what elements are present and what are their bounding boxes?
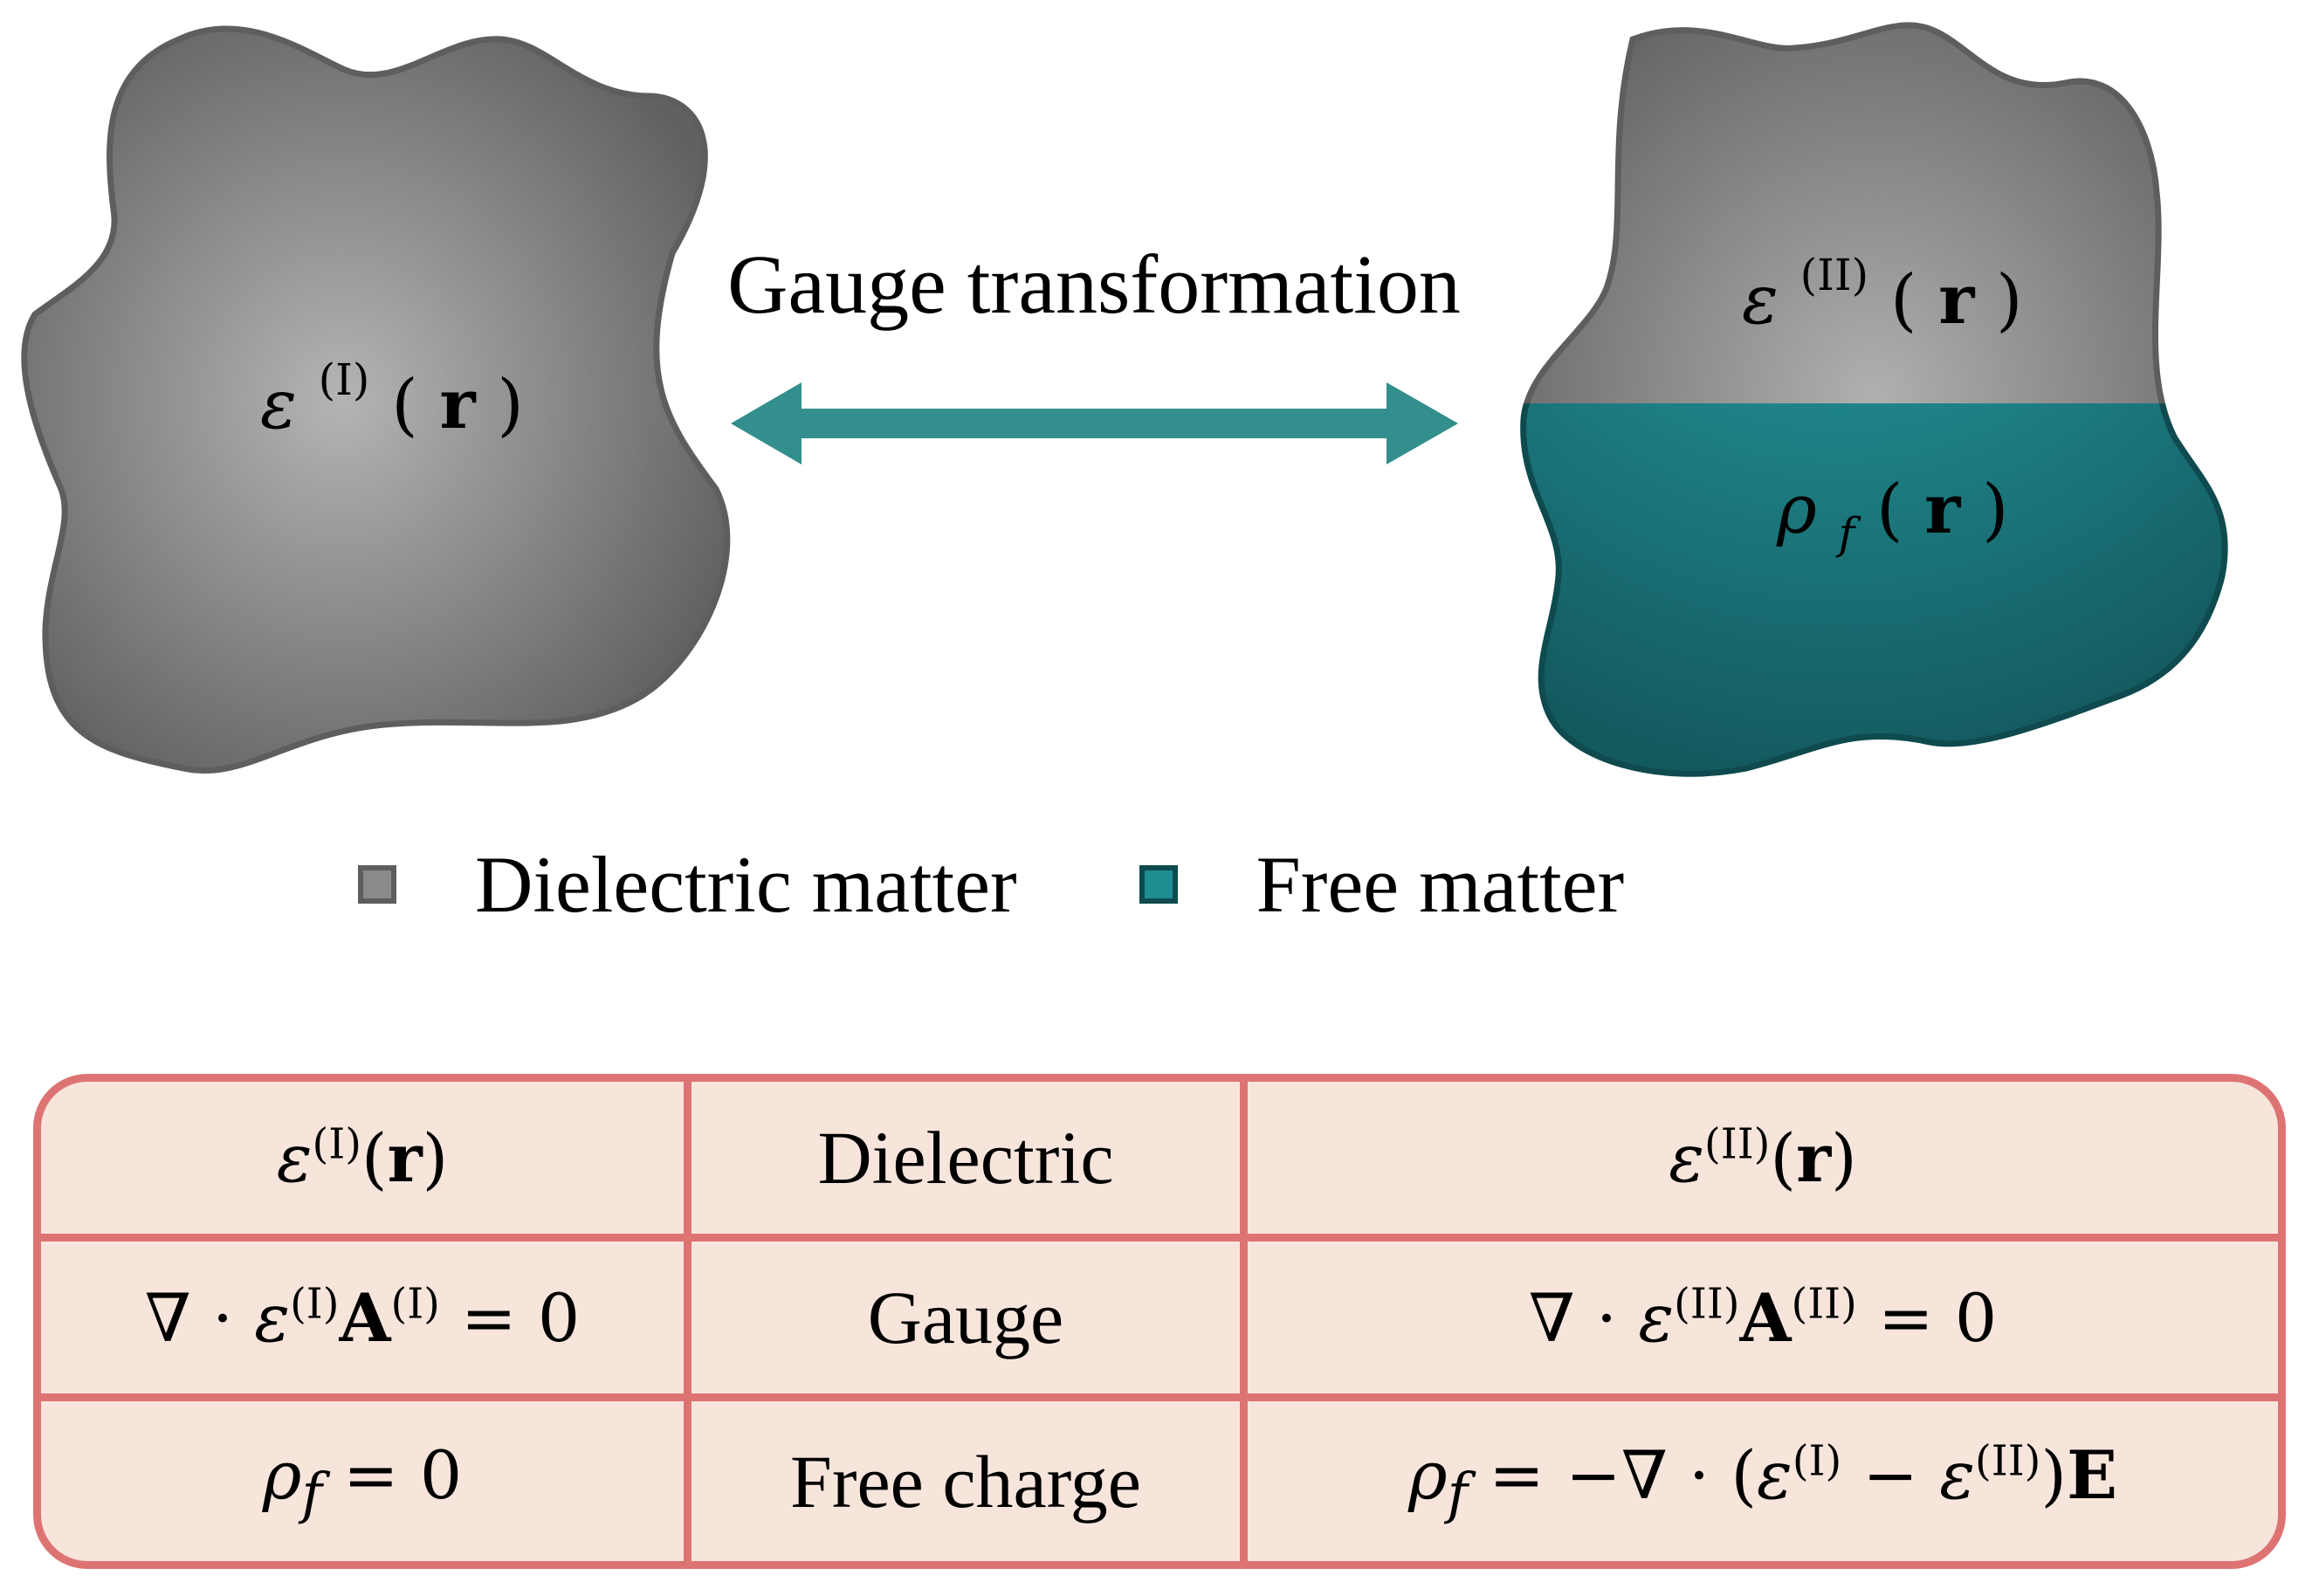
math-eps-ii-r: ε(II)(r) — [1669, 1118, 1857, 1197]
comparison-table: ε(I)(r) Dielectric ε(II)(r) ∇ · ε(I)A(I)… — [33, 1074, 2286, 1569]
right-blob-dielectric-region — [1524, 22, 2166, 403]
table-cell-r0-middle: Dielectric — [692, 1082, 1248, 1242]
table-cell-r1-right: ∇ · ε(II)A(II) = 0 — [1248, 1242, 2278, 1401]
row-label-gauge: Gauge — [867, 1276, 1064, 1359]
row-label-free-charge: Free charge — [790, 1439, 1141, 1524]
table-cell-r1-middle: Gauge — [692, 1242, 1248, 1401]
table-cell-r2-right: ρf = −∇ · (ε(I) − ε(II))E — [1248, 1401, 2278, 1561]
math-rho-expression: ρf = −∇ · (ε(I) − ε(II))E — [1408, 1436, 2117, 1526]
legend-item-free: Free matter — [1139, 838, 1624, 931]
right-blob-free-region — [1520, 403, 2228, 777]
legend-swatch-free — [1139, 865, 1178, 904]
right-blob-bottom-label: ρ f ( r ) — [1776, 470, 2009, 565]
table-cell-r0-right: ε(II)(r) — [1248, 1082, 2278, 1242]
legend: Dielectric matter Free matter — [358, 838, 1746, 931]
legend-item-dielectric: Dielectric matter — [358, 838, 1017, 931]
right-blob-top-label: ε (II) ( r ) — [1742, 228, 2023, 340]
math-gauge-i: ∇ · ε(I)A(I) = 0 — [144, 1278, 581, 1357]
table-cell-r2-middle: Free charge — [692, 1401, 1248, 1561]
legend-swatch-dielectric — [358, 865, 396, 904]
math-eps-i-r: ε(I)(r) — [276, 1118, 449, 1197]
math-rho-zero: ρf = 0 — [262, 1436, 463, 1526]
row-label-dielectric: Dielectric — [817, 1116, 1114, 1200]
gauge-double-arrow — [731, 382, 1458, 464]
table-cell-r1-left: ∇ · ε(I)A(I) = 0 — [41, 1242, 692, 1401]
left-blob-label: ε (I) ( r ) — [260, 333, 524, 444]
math-gauge-ii: ∇ · ε(II)A(II) = 0 — [1528, 1278, 1998, 1357]
table-cell-r0-left: ε(I)(r) — [41, 1082, 692, 1242]
legend-label-free: Free matter — [1256, 840, 1625, 929]
table-cell-r2-left: ρf = 0 — [41, 1401, 692, 1561]
legend-label-dielectric: Dielectric matter — [475, 840, 1017, 929]
left-dielectric-blob — [21, 25, 731, 774]
arrow-label: Gauge transformation — [727, 237, 1461, 331]
